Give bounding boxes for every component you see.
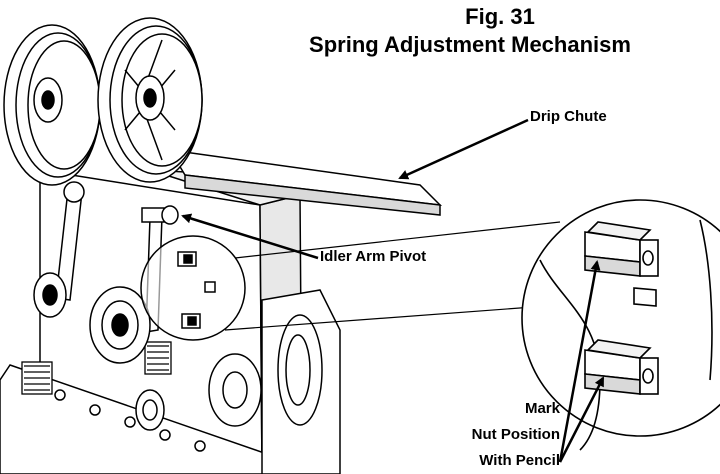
callout-mark-line-2: Nut Position	[471, 426, 560, 443]
detail-leader-lines	[224, 221, 561, 331]
callout-arrows	[181, 118, 605, 463]
idler-arm-left	[55, 181, 85, 301]
pulley-left	[3, 24, 101, 186]
figure-number: Fig. 31	[465, 4, 535, 29]
drip-chute	[168, 149, 443, 216]
roller-hubs	[33, 272, 262, 431]
figure-title: Spring Adjustment Mechanism	[309, 32, 631, 57]
pulley-right	[97, 17, 203, 183]
callout-drip-chute: Drip Chute	[530, 108, 607, 125]
callout-mark-line-1: Mark	[524, 400, 560, 417]
spring-right	[144, 341, 172, 375]
callout-mark-line-3: With Pencil	[479, 452, 560, 469]
base-rail	[0, 364, 271, 474]
callout-idler-arm-pivot: Idler Arm Pivot	[320, 248, 427, 265]
detail-circle-small	[140, 235, 246, 341]
motor-housing	[261, 289, 341, 474]
spring-left	[21, 361, 53, 395]
